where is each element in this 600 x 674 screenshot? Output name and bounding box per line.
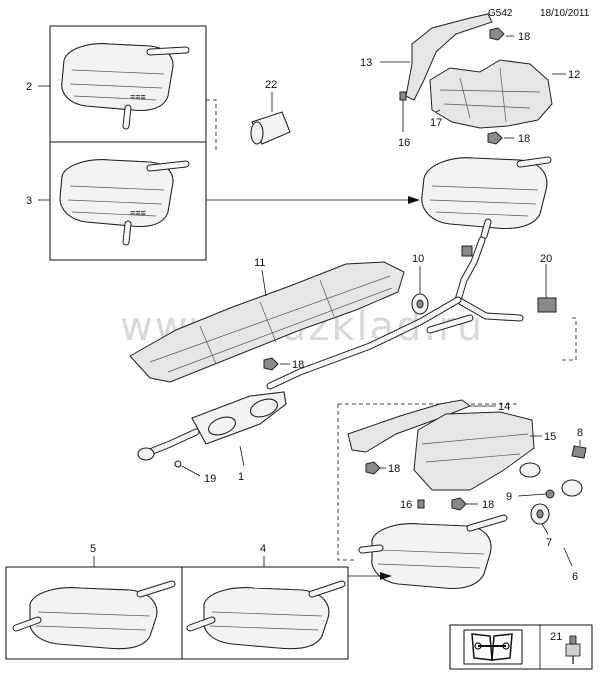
rear-heat-shield[interactable] <box>429 59 553 129</box>
callout-18-top: 18 <box>518 31 530 43</box>
hanger-10[interactable] <box>411 293 429 315</box>
rear-muffler-part-4[interactable] <box>186 580 346 650</box>
callout-16-lower: 16 <box>400 499 412 511</box>
callout-12: 12 <box>568 69 580 81</box>
clip-16-top[interactable] <box>399 91 407 101</box>
nut-18-mid[interactable] <box>487 131 503 145</box>
front-pipe-catalyst[interactable] <box>137 391 287 461</box>
heat-shield-bracket[interactable] <box>405 13 493 101</box>
rear-muffler-part-2[interactable]: ≡≡≡ <box>61 43 190 130</box>
callout-1: 1 <box>238 471 244 483</box>
callout-9: 9 <box>506 491 512 503</box>
bolt-8[interactable] <box>571 445 587 459</box>
callout-14: 14 <box>498 401 510 413</box>
callout-5: 5 <box>90 543 96 555</box>
svg-text:≡≡≡: ≡≡≡ <box>130 208 146 218</box>
rear-muffler-part-5[interactable] <box>12 580 176 650</box>
nut-18-lower-right[interactable] <box>451 497 467 511</box>
clamp-20[interactable] <box>537 297 557 313</box>
callout-3: 3 <box>26 195 32 207</box>
callout-15: 15 <box>544 431 556 443</box>
callout-22: 22 <box>265 79 277 91</box>
connector-plug-icon <box>565 635 581 664</box>
callout-17: 17 <box>430 117 442 129</box>
muffler-variant-box-2: ≡≡≡ <box>49 25 207 143</box>
callout-11: 11 <box>254 257 265 269</box>
callout-4: 4 <box>260 543 266 555</box>
group-code: G542 <box>488 8 513 19</box>
rubber-mount-7[interactable] <box>530 503 550 525</box>
muffler-variant-box-4 <box>181 566 349 660</box>
heat-shield-lower[interactable] <box>347 399 472 453</box>
clip-16-lower[interactable] <box>417 499 425 509</box>
muffler-variant-box-3: ≡≡≡ <box>49 141 207 261</box>
gasket-19[interactable] <box>174 460 182 468</box>
pipe-clamp-sleeve[interactable] <box>250 111 291 145</box>
nut-18-top[interactable] <box>489 27 505 41</box>
callout-10: 10 <box>412 253 424 265</box>
clamp-upper[interactable] <box>461 245 473 257</box>
muffler-variant-box-5 <box>5 566 183 660</box>
callout-2: 2 <box>26 81 32 93</box>
heat-shield-15[interactable] <box>413 411 535 491</box>
callout-18-shield: 18 <box>292 359 304 371</box>
callout-6: 6 <box>572 571 578 583</box>
center-pipe-assembly[interactable] <box>266 236 524 390</box>
callout-16-top: 16 <box>398 137 410 149</box>
nut-18-lower-left[interactable] <box>365 461 381 475</box>
front-heat-shield[interactable] <box>129 261 405 383</box>
callout-13: 13 <box>360 57 372 69</box>
callout-18-mid: 18 <box>518 133 530 145</box>
callout-8: 8 <box>577 427 583 439</box>
nut-18-shield[interactable] <box>263 357 279 371</box>
diagram-date: 18/10/2011 <box>540 8 590 19</box>
legend-box: 21 <box>449 624 593 670</box>
callout-18-lower-right: 18 <box>482 499 494 511</box>
callout-21: 21 <box>550 631 562 643</box>
hanger-ring-6[interactable] <box>519 462 583 497</box>
rear-muffler-main[interactable] <box>421 156 552 240</box>
callout-18-lower-left: 18 <box>388 463 400 475</box>
book-wrench-icon <box>463 629 523 665</box>
callout-7: 7 <box>546 537 552 549</box>
rear-muffler-part-3[interactable]: ≡≡≡ <box>59 159 190 246</box>
svg-text:≡≡≡: ≡≡≡ <box>130 92 146 102</box>
callout-19: 19 <box>204 473 216 485</box>
callout-20: 20 <box>540 253 552 265</box>
washer-9[interactable] <box>545 489 555 499</box>
rear-muffler-lower[interactable] <box>358 514 508 590</box>
